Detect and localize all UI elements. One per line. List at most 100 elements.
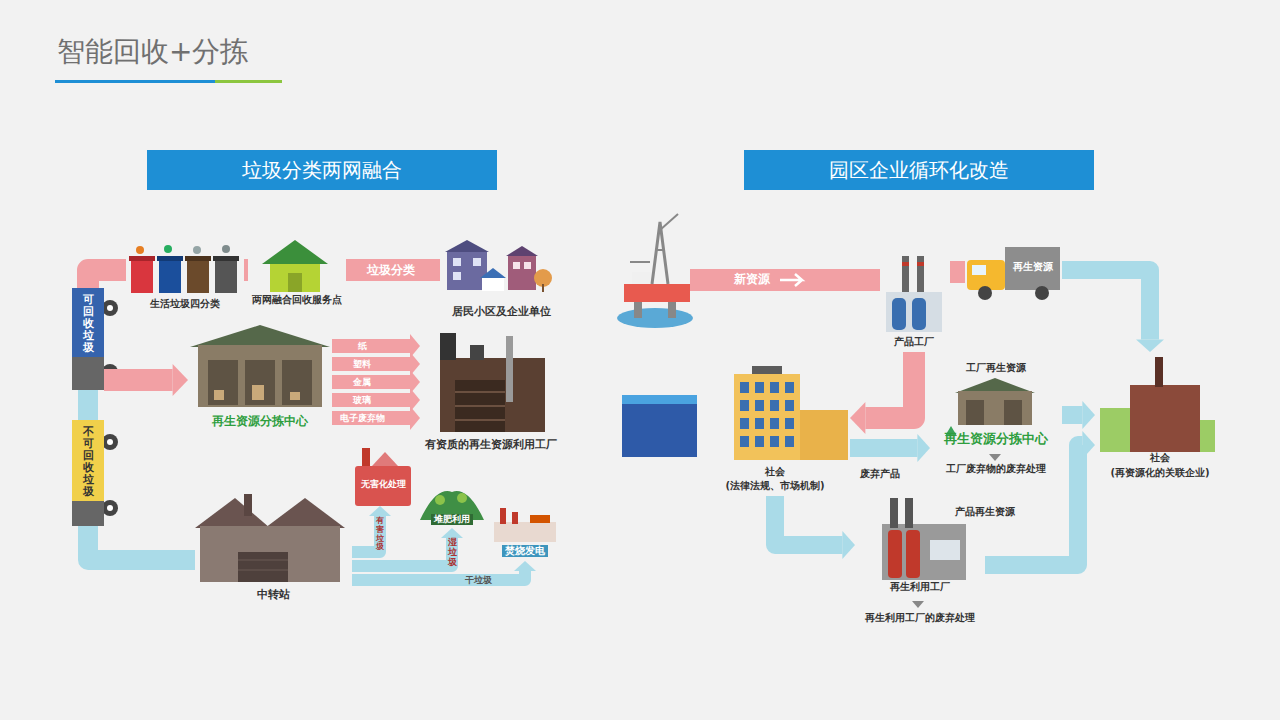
transfer-station-part xyxy=(200,526,340,582)
recycling-factory-part xyxy=(455,380,505,432)
flow-band-path xyxy=(950,261,965,283)
truck-link-band-part xyxy=(78,388,98,422)
compost-site: 堆肥利用 xyxy=(418,485,486,528)
society-building-part xyxy=(734,374,800,460)
partner-enterprise-part xyxy=(1200,420,1215,452)
window xyxy=(785,400,794,411)
window xyxy=(785,418,794,429)
residential-buildings-part xyxy=(453,258,461,266)
partner-enterprise: 社会(再资源化的关联企业) xyxy=(1095,352,1225,486)
window xyxy=(740,400,749,411)
residential-buildings-part xyxy=(473,258,481,266)
garbage-bins-part xyxy=(164,245,172,253)
recycling-factory-part xyxy=(455,391,505,393)
truck-wheels-part xyxy=(107,505,113,511)
section-header: 垃圾分类两网融合 xyxy=(147,150,497,190)
flow-label: 塑料 xyxy=(351,359,373,369)
sorting-center: 再生资源分拣中心 xyxy=(188,322,332,434)
window xyxy=(770,436,779,447)
power-plant-icon xyxy=(494,508,556,542)
sorting-warehouse-part xyxy=(245,360,275,405)
society-building-part xyxy=(800,410,848,460)
residential-buildings-part xyxy=(445,240,489,252)
garbage-bins-part xyxy=(129,256,155,261)
product-factory-icon-part xyxy=(892,298,906,330)
residential-buildings-part xyxy=(508,256,536,290)
flow-band-path xyxy=(352,538,452,566)
flow-label: 垃圾分类 xyxy=(365,264,417,278)
garbage-bins-part xyxy=(136,246,144,254)
down-triangles-part xyxy=(989,454,1001,461)
arrow-head xyxy=(173,364,188,396)
flow-band-path xyxy=(865,352,914,418)
resource-truck-part xyxy=(978,286,992,300)
flow-band xyxy=(352,561,536,580)
garbage-bins-part xyxy=(215,260,237,293)
sorting-warehouse-part xyxy=(198,345,322,407)
garbage-bins-part xyxy=(213,256,239,261)
blue-warehouse-part xyxy=(622,395,697,457)
power-plant-icon-part xyxy=(530,515,550,523)
flow-band-path xyxy=(352,571,525,580)
hazard-plant-icon-part xyxy=(362,448,370,466)
flow-band-path xyxy=(332,393,410,407)
flow-label: 有害垃圾 xyxy=(376,516,384,553)
node-label: 园区企业循环化改造 xyxy=(829,158,1009,182)
flow-label: 湿垃圾 xyxy=(448,537,457,569)
flow-band xyxy=(1062,270,1164,352)
residual-truck: 不可回收垃圾 xyxy=(72,420,104,526)
page-title: 智能回收+分拣 xyxy=(57,33,248,71)
node-label: 中转站 xyxy=(257,588,290,601)
oil-rig-part xyxy=(630,261,650,263)
node-label: 焚烧发电 xyxy=(502,545,548,557)
product-factory-icon xyxy=(886,256,942,332)
residential-buildings-part xyxy=(480,268,506,278)
node-label: 无害化处理 xyxy=(361,479,406,490)
society-building xyxy=(734,366,848,460)
incineration-plant: 焚烧发电 xyxy=(488,505,562,561)
sorting-center-icon-part xyxy=(955,378,1035,393)
partner-enterprise xyxy=(1100,357,1215,452)
oil-rig-part xyxy=(624,284,690,302)
flow-band xyxy=(985,431,1095,565)
oil-rig-part xyxy=(668,300,676,318)
residential-buildings xyxy=(445,240,552,292)
recycle-truck: 可回收垃圾 xyxy=(72,288,104,390)
sorting-warehouse-part xyxy=(214,390,224,400)
node-label: 不可回收垃圾 xyxy=(83,426,94,499)
blue-warehouse xyxy=(622,395,697,457)
partner-enterprise-part xyxy=(1130,385,1200,452)
flow-band xyxy=(332,334,420,358)
recycling-plant-icon-part xyxy=(888,530,902,578)
recycling-factory-part xyxy=(440,333,456,360)
recycling-factory xyxy=(440,333,545,432)
flow-note: 新资源 xyxy=(732,273,772,287)
node-label: 两网融合回收服务点 xyxy=(252,294,342,306)
flow-band xyxy=(332,370,420,394)
partner-enterprise-part xyxy=(1155,357,1163,387)
flow-band-path xyxy=(88,270,126,288)
arrow-head xyxy=(1136,339,1164,352)
hazard-plant-icon-part xyxy=(372,452,398,466)
society: 社会(法律法规、市场机制) xyxy=(700,368,850,496)
flow-band-path xyxy=(332,411,410,425)
window xyxy=(785,436,794,447)
transfer-station-part xyxy=(195,498,270,528)
window xyxy=(770,400,779,411)
title-underline-part xyxy=(55,80,215,83)
bin-group: 生活垃圾四分类 xyxy=(126,240,244,313)
blue-warehouse-part xyxy=(622,395,697,404)
window xyxy=(770,418,779,429)
truck-wheels-part xyxy=(107,439,113,445)
node-label: 堆肥利用 xyxy=(431,514,473,525)
window xyxy=(740,418,749,429)
garbage-bins-part xyxy=(187,260,209,293)
node-label: 工厂废弃物的废弃处理 xyxy=(946,463,1046,475)
flow-band xyxy=(104,364,188,396)
flow-note: 产品再生资源 xyxy=(953,506,1017,518)
product-factory: 产品工厂 xyxy=(878,252,950,352)
service-point-house xyxy=(262,240,328,292)
recycling-plant-icon-part xyxy=(882,524,966,580)
arrow-head xyxy=(1082,401,1095,429)
